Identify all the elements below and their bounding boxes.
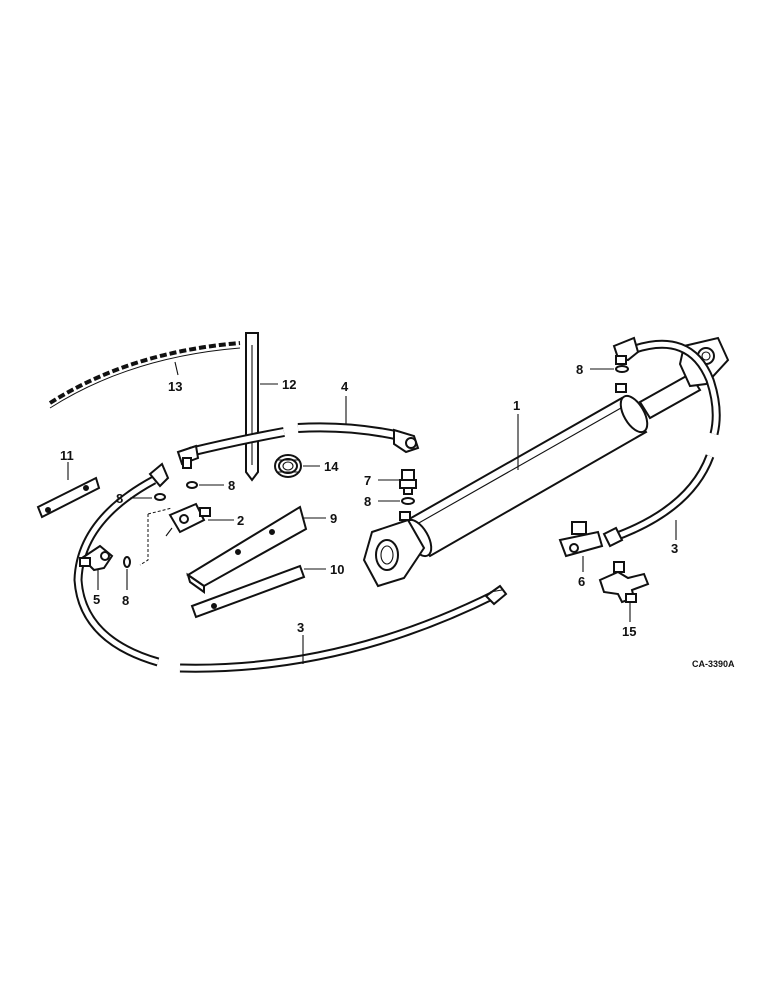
callout-13: 13 bbox=[168, 379, 182, 394]
part-5-elbow bbox=[79, 544, 114, 572]
part-8-washer-a bbox=[154, 493, 166, 501]
part-15-cross bbox=[598, 561, 650, 604]
callout-8c: 8 bbox=[122, 593, 129, 608]
part-3-hose-left bbox=[73, 462, 508, 673]
part-2-fitting bbox=[139, 502, 211, 566]
callout-10: 10 bbox=[330, 562, 344, 577]
part-11-plate bbox=[36, 476, 101, 519]
part-8-washer-e bbox=[615, 365, 629, 373]
callout-5: 5 bbox=[93, 592, 100, 607]
part-14-seal bbox=[274, 454, 302, 478]
callout-11: 11 bbox=[60, 448, 74, 463]
callout-8d: 8 bbox=[364, 494, 371, 509]
part-8-washer-b bbox=[186, 481, 198, 489]
callout-9: 9 bbox=[330, 511, 337, 526]
part-8-washer-c bbox=[123, 556, 131, 568]
part-4-hose bbox=[176, 422, 420, 469]
part-10-plate bbox=[190, 564, 306, 619]
callout-7: 7 bbox=[364, 473, 371, 488]
callout-2: 2 bbox=[237, 513, 244, 528]
callout-4: 4 bbox=[341, 379, 349, 394]
part-13-strip bbox=[48, 341, 241, 409]
callout-6: 6 bbox=[578, 574, 585, 589]
part-8-washer-d bbox=[401, 497, 415, 505]
part-12-bracket bbox=[245, 332, 259, 482]
callout-14: 14 bbox=[324, 459, 339, 474]
callout-8e: 8 bbox=[576, 362, 583, 377]
figure-code: CA-3390A bbox=[692, 659, 735, 669]
part-1-cylinder bbox=[362, 336, 730, 588]
callout-1: 1 bbox=[513, 398, 520, 413]
callout-3a: 3 bbox=[297, 620, 304, 635]
callout-8a: 8 bbox=[116, 491, 123, 506]
part-6-tee bbox=[558, 521, 604, 558]
part-7-fitting bbox=[399, 469, 417, 495]
part-3-hose-right bbox=[602, 336, 721, 548]
leader-13 bbox=[174, 361, 179, 376]
callout-15: 15 bbox=[622, 624, 636, 639]
callout-3b: 3 bbox=[671, 541, 678, 556]
callout-12: 12 bbox=[282, 377, 296, 392]
callout-8b: 8 bbox=[228, 478, 235, 493]
part-9-bracket bbox=[186, 505, 308, 594]
